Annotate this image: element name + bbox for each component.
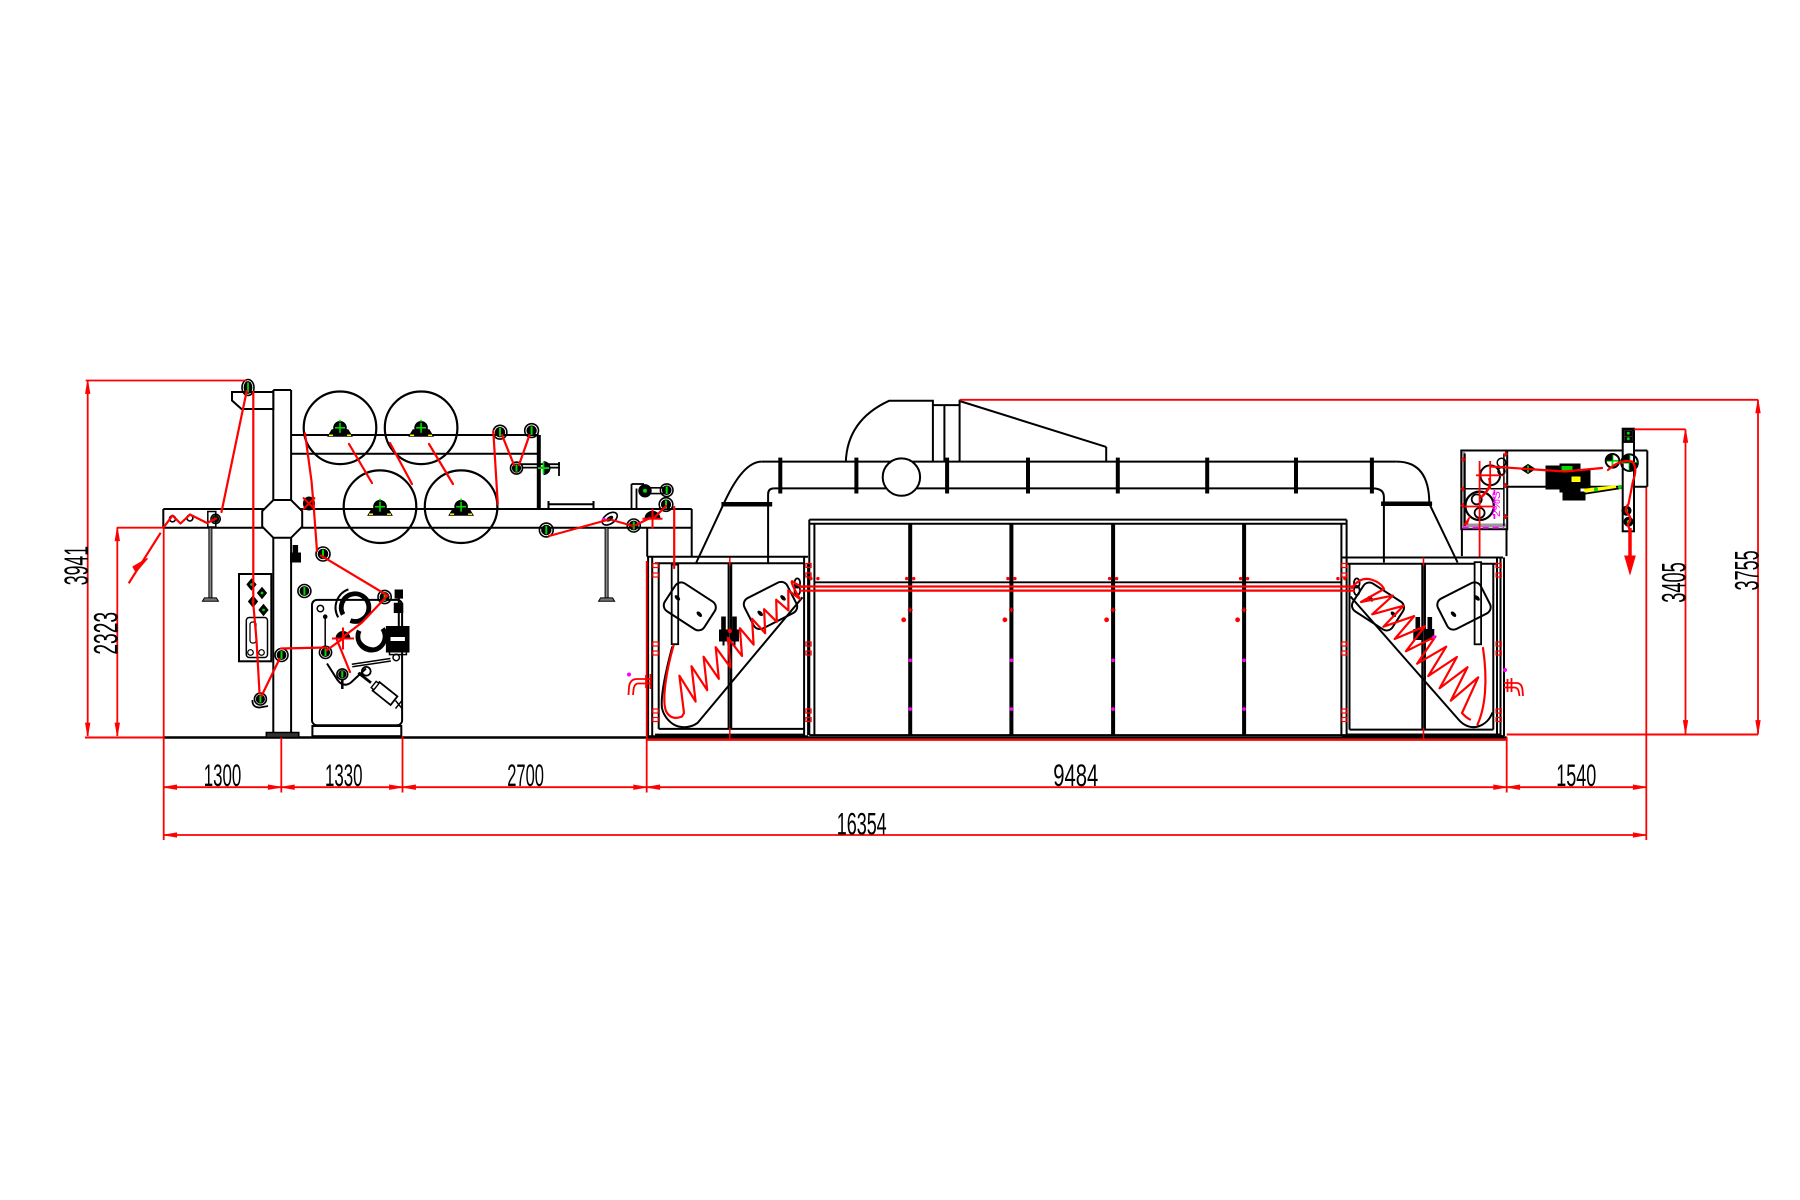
svg-text:3405: 3405	[1655, 562, 1693, 603]
svg-text:1330: 1330	[325, 757, 363, 793]
svg-text:9484: 9484	[1053, 757, 1098, 793]
svg-text:2%S: 2%S	[1491, 491, 1503, 517]
svg-text:1300: 1300	[204, 757, 242, 793]
svg-text:2323: 2323	[88, 612, 126, 655]
svg-text:3755: 3755	[1729, 550, 1767, 590]
svg-text:16354: 16354	[837, 806, 887, 842]
svg-text:2700: 2700	[507, 757, 544, 793]
svg-text:1540: 1540	[1556, 757, 1596, 793]
svg-text:3941: 3941	[58, 546, 96, 585]
